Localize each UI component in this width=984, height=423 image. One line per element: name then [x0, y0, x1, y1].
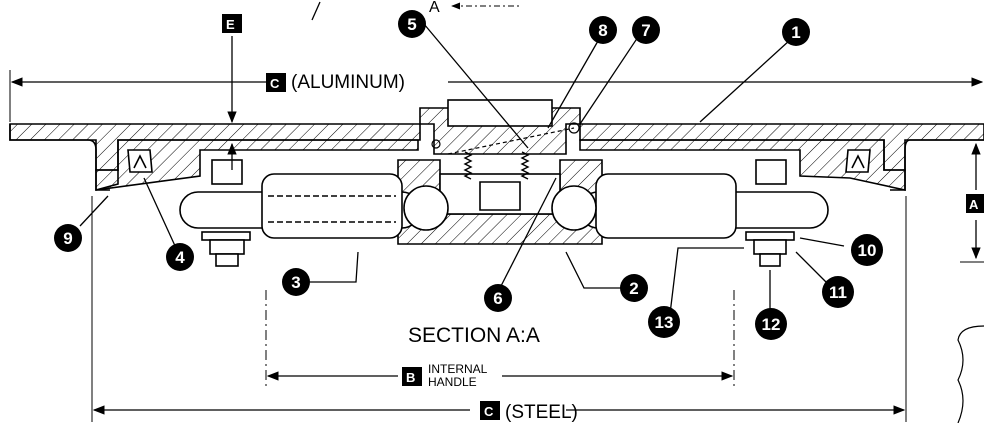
callout-7: 7 [632, 16, 660, 44]
callout-13-label: 13 [655, 313, 674, 332]
callout-8: 8 [589, 16, 617, 44]
dim-a: A [960, 139, 984, 263]
callout-6: 6 [484, 284, 512, 312]
section-marker-letter: A [429, 0, 440, 16]
section-marker: A [429, 0, 520, 16]
leader-stub [311, 1, 321, 21]
callout-13: 13 [648, 306, 680, 338]
dim-e: E [222, 14, 242, 170]
latch-plate [431, 122, 580, 155]
callout-12-label: 12 [762, 315, 781, 334]
dim-a-letter: A [969, 197, 979, 212]
callout-9-label: 9 [63, 229, 72, 248]
callout-3: 3 [282, 268, 310, 296]
pad-left [127, 149, 153, 173]
callout-4: 4 [166, 243, 194, 271]
callout-5: 5 [398, 10, 426, 38]
spring-right [520, 151, 530, 180]
centre-housing [397, 99, 603, 245]
dim-c-aluminum: C (ALUMINUM) [9, 70, 984, 122]
callout-8-label: 8 [598, 21, 607, 40]
callout-2: 2 [620, 274, 648, 302]
callout-1-label: 1 [791, 23, 800, 42]
frame-edges [9, 124, 984, 191]
dim-c-aluminum-box [266, 73, 286, 92]
spring-left [463, 151, 473, 180]
dim-c-steel: C (STEEL) [91, 196, 907, 423]
pad-right [845, 149, 871, 173]
callout-1: 1 [782, 18, 810, 46]
dim-b: B INTERNAL HANDLE [265, 290, 735, 389]
callout-10-label: 10 [858, 241, 877, 260]
dim-c-aluminum-letter: C [270, 76, 280, 91]
callout-12: 12 [755, 308, 787, 340]
callout-2-label: 2 [629, 279, 638, 298]
dim-c-steel-letter: C [484, 404, 494, 419]
section-title: SECTION A:A [408, 324, 540, 347]
callout-6-label: 6 [493, 289, 502, 308]
lid-plate [9, 123, 984, 191]
callout-7-label: 7 [641, 21, 650, 40]
handle-left [179, 159, 449, 267]
callout-9: 9 [54, 224, 82, 252]
dim-b-label-2: HANDLE [428, 375, 477, 389]
dim-c-aluminum-label: (ALUMINUM) [291, 72, 405, 93]
dim-b-label-1: INTERNAL [428, 362, 488, 376]
break-line [957, 325, 984, 423]
callout-3-label: 3 [291, 273, 300, 292]
leaders [79, 23, 845, 315]
callout-4-label: 4 [175, 248, 185, 267]
dim-e-letter: E [226, 17, 235, 32]
callout-10: 10 [851, 234, 883, 266]
callout-5-label: 5 [407, 15, 416, 34]
handle-right [551, 159, 829, 267]
dim-c-steel-label: (STEEL) [505, 402, 578, 423]
callout-11: 11 [822, 276, 854, 308]
dim-b-letter: B [406, 370, 415, 385]
callout-11-label: 11 [829, 283, 847, 302]
